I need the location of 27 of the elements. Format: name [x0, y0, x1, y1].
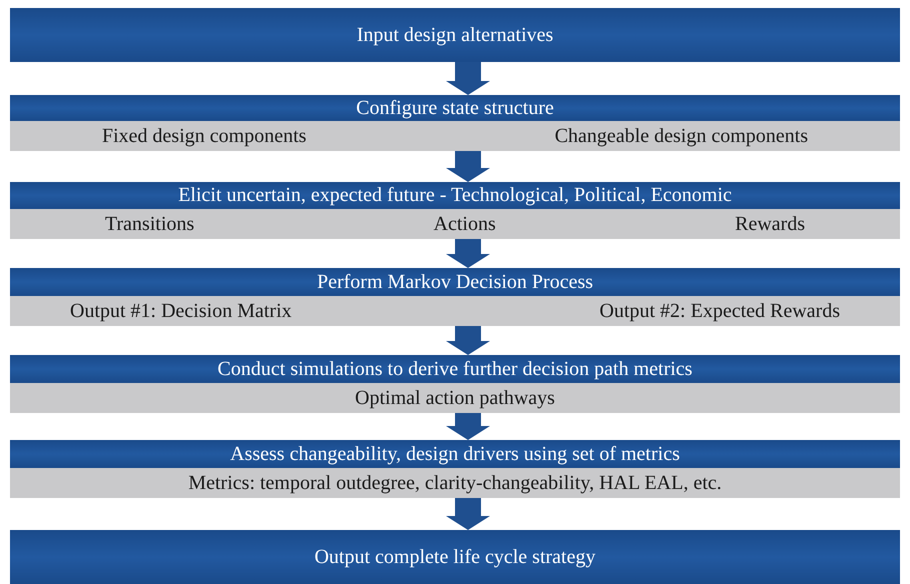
stage-panel	[10, 182, 900, 239]
stage-heading: Configure state structure	[10, 95, 900, 121]
stage-heading: Perform Markov Decision Process	[10, 268, 900, 296]
stage-detail: Rewards	[735, 212, 805, 236]
down-arrow	[446, 62, 490, 95]
stage-detail: Actions	[434, 212, 496, 236]
stage-heading: Input design alternatives	[10, 8, 900, 62]
down-arrow	[446, 151, 490, 182]
stage-heading: Elicit uncertain, expected future - Technological, Political, Economic	[10, 182, 900, 209]
stage-detail: Changeable design components	[554, 124, 808, 148]
stage-detail: Metrics: temporal outdegree, clarity-changeability, HAL EAL, etc.	[188, 472, 722, 494]
stage-heading: Output complete life cycle strategy	[10, 530, 900, 584]
stage-panel	[10, 440, 900, 498]
down-arrow	[446, 413, 490, 440]
stage-panel	[10, 268, 900, 326]
stage-heading: Conduct simulations to derive further decision path metrics	[10, 355, 900, 383]
down-arrow	[446, 239, 490, 268]
down-arrow	[446, 326, 490, 355]
down-arrow	[446, 498, 490, 530]
stage-detail: Optimal action pathways	[355, 386, 555, 410]
stage-panel	[10, 95, 900, 151]
stage-detail: Output #1: Decision Matrix	[70, 300, 292, 322]
stage-detail: Fixed design components	[102, 124, 306, 148]
stage-detail: Transitions	[105, 212, 194, 236]
stage-panel	[10, 355, 900, 413]
stage-heading: Assess changeability, design drivers using set of metrics	[10, 440, 900, 468]
stage-detail: Output #2: Expected Rewards	[600, 300, 840, 322]
